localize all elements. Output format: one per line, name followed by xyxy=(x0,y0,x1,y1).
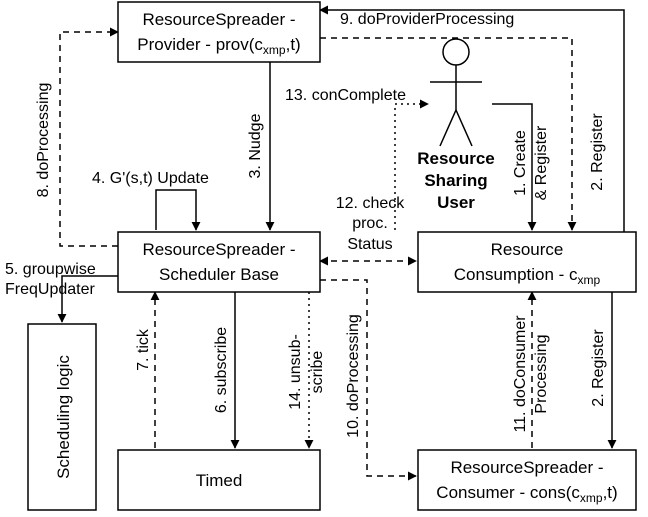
label-groupwise-2: FreqUpdater xyxy=(5,281,95,298)
label-check-status-1: 12. check xyxy=(336,195,405,212)
actor-left-leg xyxy=(439,109,457,147)
edge-groupwise xyxy=(57,275,118,323)
actor-label-line3: User xyxy=(437,193,475,212)
label-nudge: 3. Nudge xyxy=(247,113,264,178)
edge-do-provider-processing xyxy=(319,5,625,232)
consumption-box: Resource Consumption - cxmp xyxy=(417,231,637,293)
label-unsubscribe-2: scribe xyxy=(309,351,326,394)
label-tick: 7. tick xyxy=(135,328,152,371)
consumer-box-line2: Consumer - cons(cxmp,t) xyxy=(436,483,617,505)
label-check-status-3: Status xyxy=(347,236,392,253)
actor-right-leg xyxy=(455,109,473,147)
edge-create-register xyxy=(492,103,537,231)
resource-sharing-user-actor: Resource Sharing User xyxy=(417,38,495,212)
scheduling-logic-box: Scheduling logic xyxy=(27,323,97,511)
scheduler-box: ResourceSpreader - Scheduler Base xyxy=(117,231,321,293)
scheduling-logic-label: Scheduling logic xyxy=(54,355,73,479)
label-subscribe: 6. subscribe xyxy=(213,327,230,413)
edge-do-processing-8 xyxy=(59,27,119,247)
edge-g-update xyxy=(155,189,201,231)
label-do-provider-processing: 9. doProviderProcessing xyxy=(340,11,514,28)
edge-con-complete xyxy=(394,99,429,230)
provider-box: ResourceSpreader - Provider - prov(cxmp,… xyxy=(117,1,321,63)
consumption-box-line1: Resource xyxy=(491,240,564,259)
actor-head xyxy=(442,38,470,66)
edge-register-provider xyxy=(320,37,577,231)
provider-box-line2: Provider - prov(cxmp,t) xyxy=(137,35,300,57)
label-g-update: 4. G'(s,t) Update xyxy=(92,170,209,187)
consumer-box: ResourceSpreader - Consumer - cons(cxmp,… xyxy=(417,449,637,511)
scheduler-box-line1: ResourceSpreader - xyxy=(142,240,295,259)
label-unsubscribe-1: 14. unsub- xyxy=(287,334,304,410)
timed-box-label: Timed xyxy=(196,471,243,490)
label-do-consumer-1: 11. doConsumer xyxy=(512,315,529,433)
timed-box: Timed xyxy=(117,449,321,511)
label-register-top: 2. Register xyxy=(589,113,606,191)
label-do-processing-10: 10. doProcessing xyxy=(345,314,362,438)
label-register-bottom: 2. Register xyxy=(590,329,607,407)
consumption-box-line2: Consumption - cxmp xyxy=(454,265,601,287)
consumer-box-line1: ResourceSpreader - xyxy=(450,458,603,477)
label-check-status-2: proc. xyxy=(352,215,388,232)
actor-label-line1: Resource xyxy=(417,149,494,168)
label-do-processing-8: 8. doProcessing xyxy=(35,83,52,198)
label-do-consumer-2: Processing xyxy=(533,334,550,413)
label-groupwise-1: 5. groupwise xyxy=(5,261,96,278)
provider-box-line1: ResourceSpreader - xyxy=(142,10,295,29)
scheduler-box-line2: Scheduler Base xyxy=(159,265,279,284)
actor-label-line2: Sharing xyxy=(424,171,487,190)
label-con-complete: 13. conComplete xyxy=(285,87,406,104)
label-create-register-1: 1. Create xyxy=(512,130,529,196)
edge-do-processing-10 xyxy=(320,279,417,481)
label-create-register-2: & Register xyxy=(533,125,550,200)
